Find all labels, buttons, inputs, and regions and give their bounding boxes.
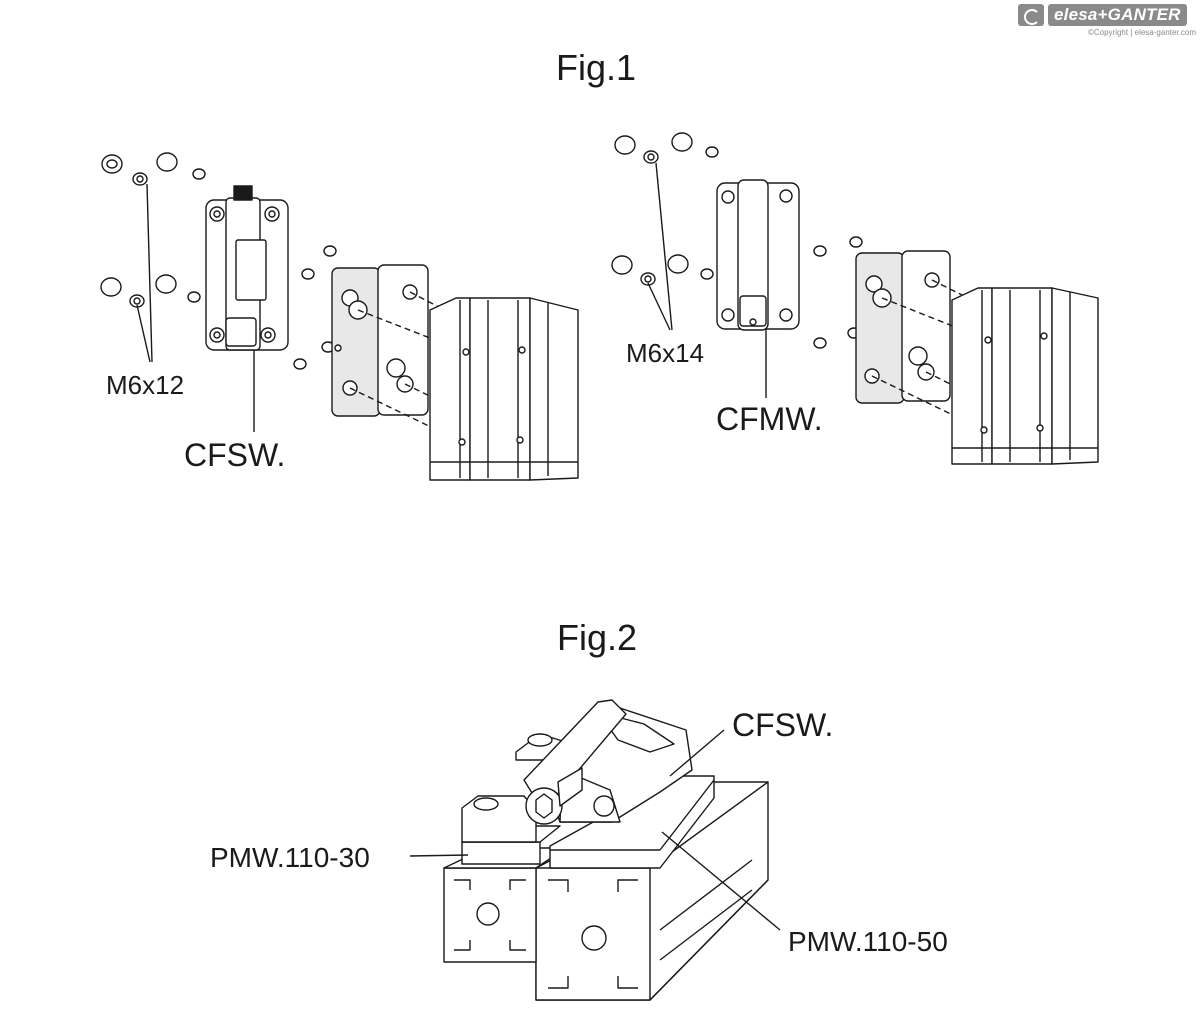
screws-middle-left <box>293 245 337 370</box>
fig2-plate-small-label: PMW.110-30 <box>210 842 370 873</box>
hinge-cfsw-body <box>205 185 289 351</box>
logo-wordmark: elesa+GANTER <box>1048 4 1187 26</box>
fig2-leader-lines <box>409 729 781 931</box>
fig1-right-screw-label: M6x14 <box>626 338 705 368</box>
fig1-title: Fig.1 <box>556 47 637 88</box>
fig1-left-assembly <box>100 152 579 481</box>
fig1-left-screw-label: M6x12 <box>106 370 185 400</box>
screws-middle-right <box>813 236 863 349</box>
leader-lines-m6x12 <box>136 183 153 363</box>
mounting-plate-left <box>331 264 429 417</box>
fig1-right-part-label: CFMW. <box>716 401 823 437</box>
fig2-title: Fig.2 <box>557 617 638 658</box>
fig2-part-label: CFSW. <box>732 707 834 743</box>
aluminium-profile-left <box>429 297 579 481</box>
fig1-right-assembly <box>611 132 1099 465</box>
aluminium-profile-right <box>951 287 1099 465</box>
fig1-left-part-label: CFSW. <box>184 437 286 473</box>
leader-lines-m6x14 <box>647 162 673 331</box>
screw-caps-lower-right <box>611 254 714 286</box>
fig2-assembly <box>409 699 781 1001</box>
screw-caps-upper-right <box>614 132 719 164</box>
screw-caps-upper-left <box>101 152 206 186</box>
copyright-mark-icon <box>1018 4 1044 26</box>
fig2-hinge-body <box>461 699 693 843</box>
copyright-text: ©Copyright | elesa-ganter.com <box>1087 28 1196 37</box>
hinge-cfmw-body <box>716 179 800 331</box>
mounting-plate-right <box>855 250 951 404</box>
elesa-ganter-logo: elesa+GANTER ©Copyright | elesa-ganter.c… <box>1018 4 1196 42</box>
fig2-plate-large-label: PMW.110-50 <box>788 926 948 957</box>
fig2-plate-large <box>549 775 715 869</box>
